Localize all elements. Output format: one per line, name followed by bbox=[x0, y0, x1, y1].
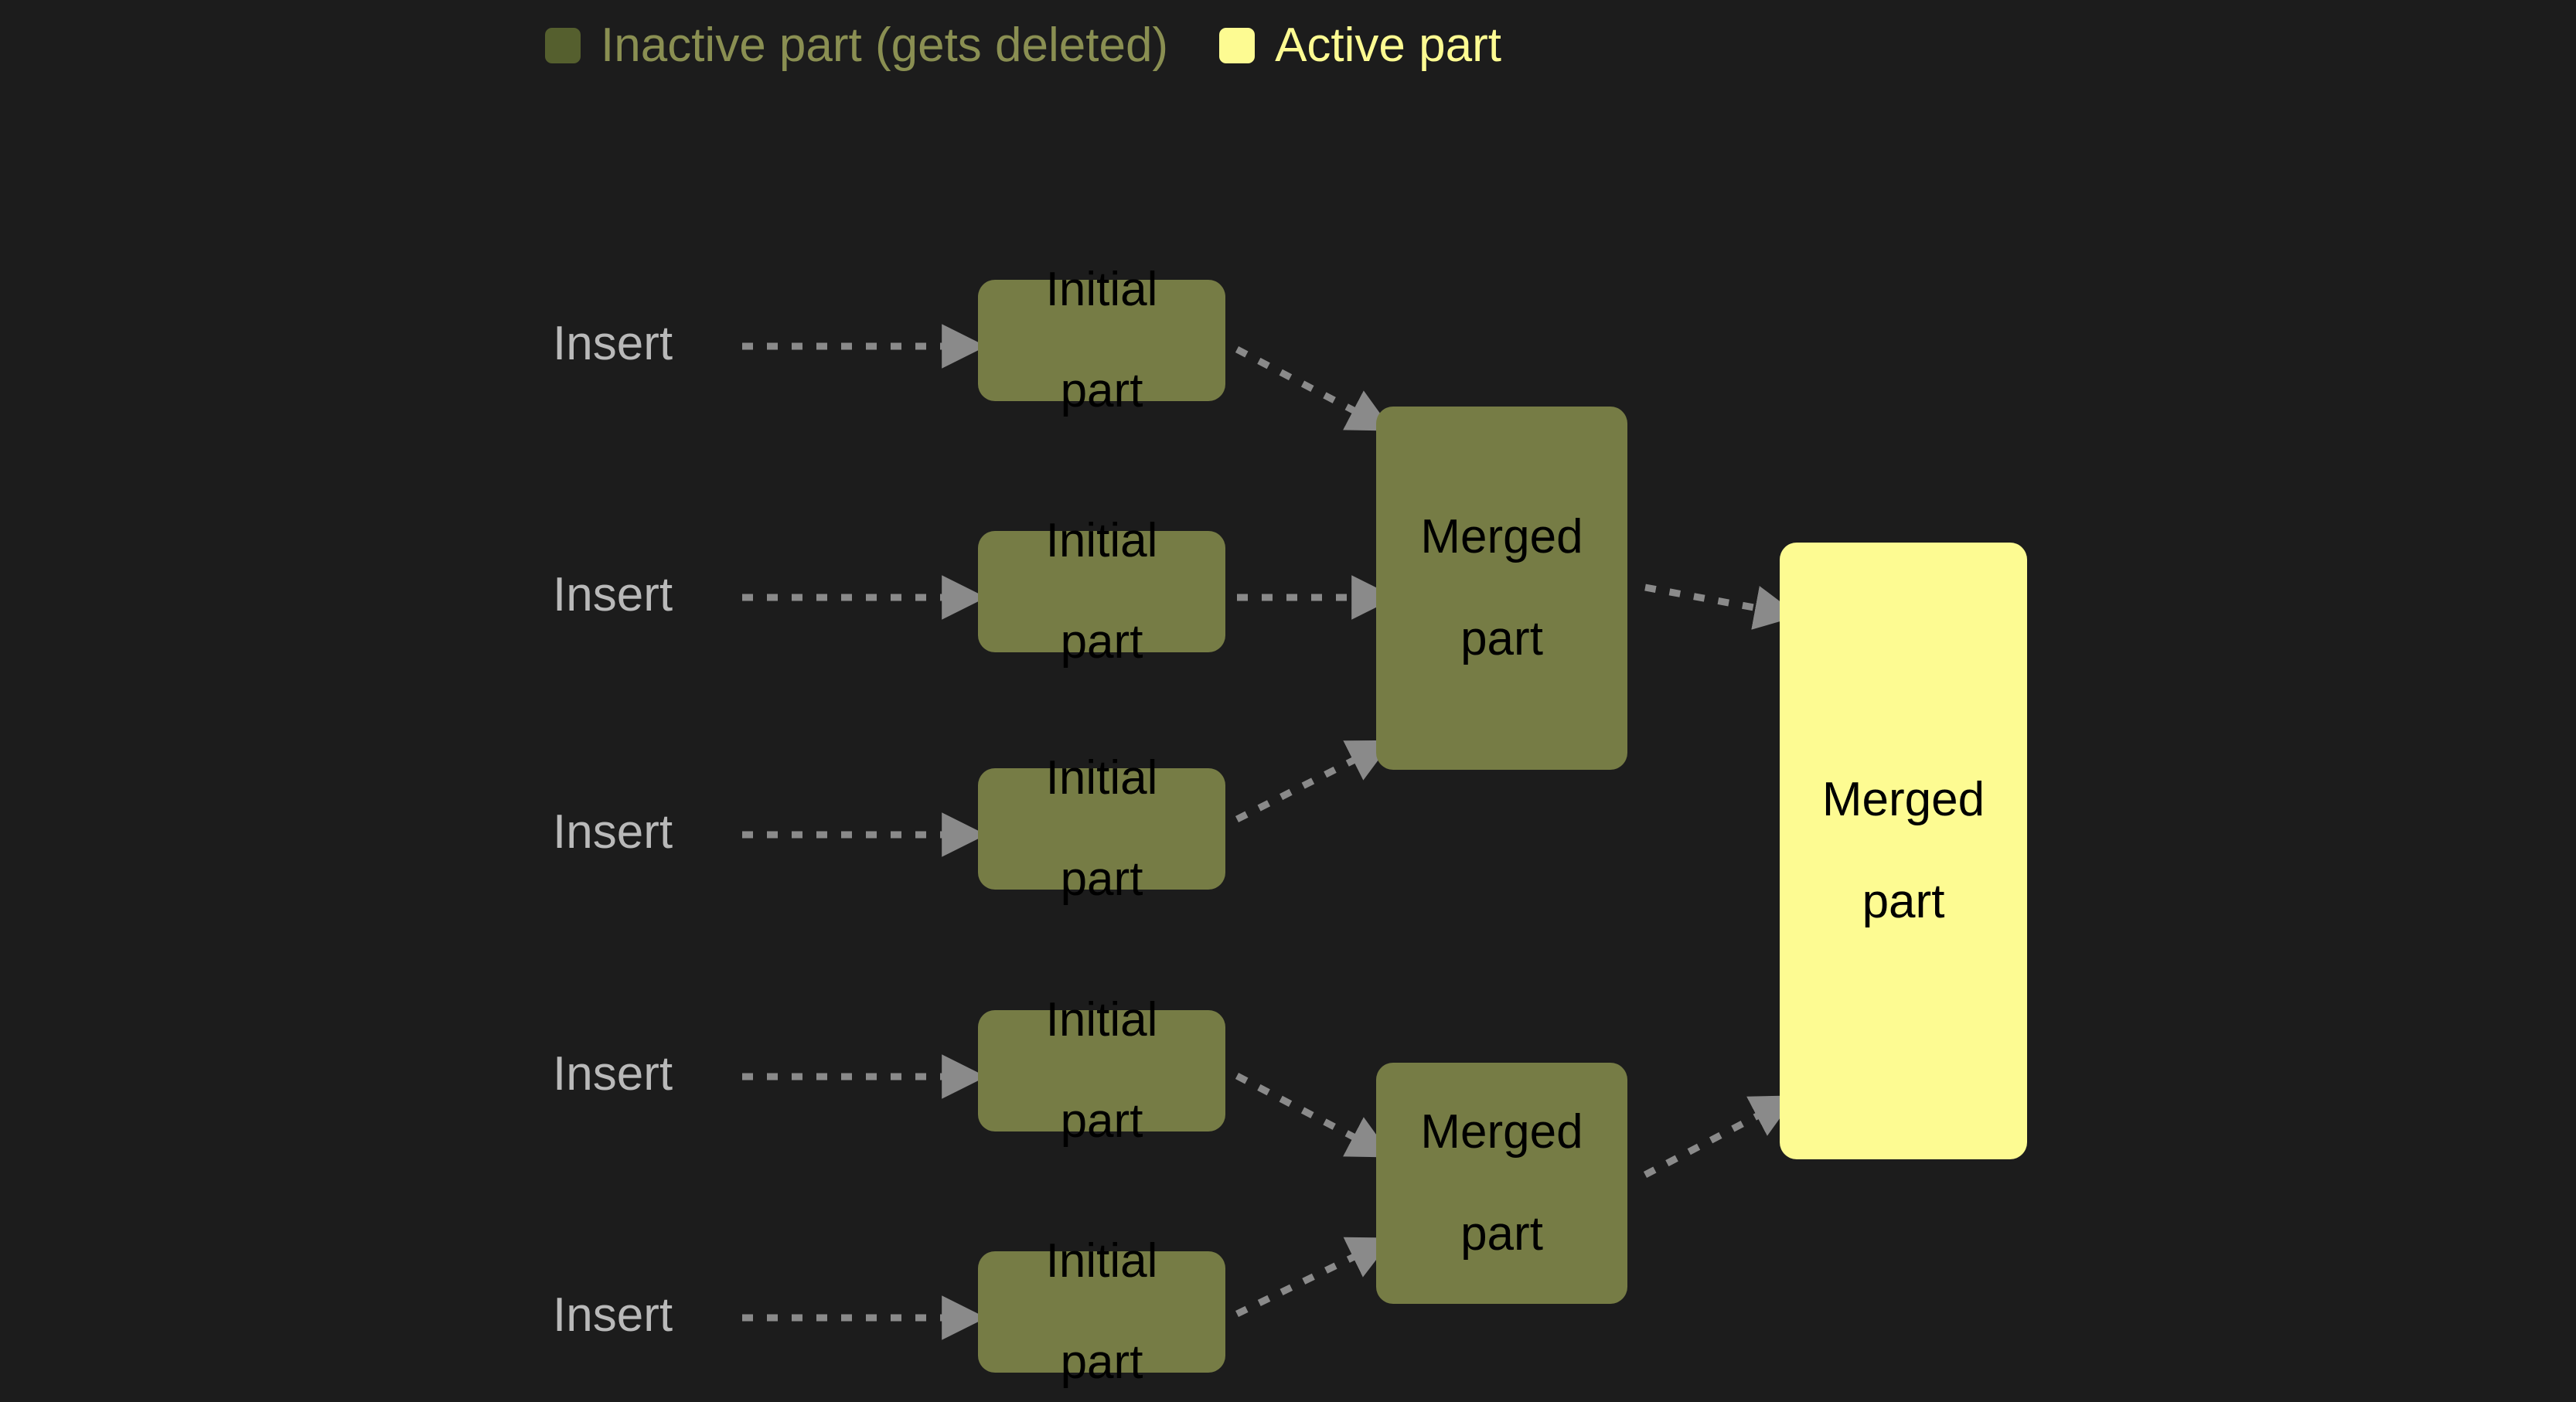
initial-part-line2: part bbox=[1060, 852, 1143, 907]
merged-part-line1: Merged bbox=[1420, 510, 1583, 564]
insert-label-5: Insert bbox=[553, 1288, 673, 1342]
initial-part-line1: Initial bbox=[1045, 992, 1158, 1046]
initial-part-node-4[interactable]: Initial part bbox=[978, 995, 1225, 1147]
active-merged-part-node[interactable]: Merged part bbox=[1780, 543, 2027, 1159]
initial-part-text-1: Initial part bbox=[1046, 264, 1158, 417]
arrow-initial1-to-merged1 bbox=[1235, 346, 1393, 431]
insert-label-3: Insert bbox=[553, 805, 673, 859]
active-merged-part-line2: part bbox=[1862, 874, 1945, 928]
initial-part-line2: part bbox=[1060, 1094, 1143, 1148]
insert-label-4: Insert bbox=[553, 1047, 673, 1101]
insert-label-2: Insert bbox=[553, 568, 673, 621]
arrow-merged1-to-active bbox=[1644, 584, 1800, 630]
merged-part-node-1[interactable]: Merged part bbox=[1376, 407, 1627, 770]
legend-label-active: Active part bbox=[1275, 19, 1501, 72]
initial-part-node-5[interactable]: Initial part bbox=[978, 1236, 1225, 1388]
initial-part-line2: part bbox=[1060, 364, 1143, 418]
merged-part-node-2[interactable]: Merged part bbox=[1376, 1063, 1627, 1304]
initial-part-node-1[interactable]: Initial part bbox=[978, 264, 1225, 417]
merged-part-line1: Merged bbox=[1420, 1105, 1583, 1159]
initial-part-line1: Initial bbox=[1045, 750, 1158, 805]
arrow-merged2-to-active bbox=[1643, 1095, 1797, 1178]
merged-part-text-2: Merged part bbox=[1420, 1107, 1583, 1259]
arrow-initial5-to-merged2 bbox=[1235, 1237, 1393, 1318]
legend: Inactive part (gets deleted) Active part bbox=[545, 22, 1501, 70]
legend-item-inactive: Inactive part (gets deleted) bbox=[545, 22, 1168, 70]
initial-part-text-2: Initial part bbox=[1046, 516, 1158, 668]
insert-label-1: Insert bbox=[553, 317, 673, 370]
active-merged-part-line1: Merged bbox=[1821, 773, 1985, 827]
initial-part-line1: Initial bbox=[1045, 513, 1158, 567]
merged-part-line2: part bbox=[1460, 1206, 1543, 1261]
legend-item-active: Active part bbox=[1219, 22, 1501, 70]
active-merged-part-text: Merged part bbox=[1822, 774, 1985, 927]
initial-part-node-2[interactable]: Initial part bbox=[978, 516, 1225, 668]
initial-part-text-5: Initial part bbox=[1046, 1236, 1158, 1388]
initial-part-text-3: Initial part bbox=[1046, 753, 1158, 905]
arrow-initial4-to-merged2 bbox=[1235, 1073, 1393, 1158]
inactive-swatch-icon bbox=[545, 28, 581, 63]
active-swatch-icon bbox=[1219, 28, 1256, 63]
merged-part-text-1: Merged part bbox=[1420, 512, 1583, 664]
arrow-initial3-to-merged1 bbox=[1235, 740, 1393, 823]
initial-part-line2: part bbox=[1060, 615, 1143, 669]
initial-part-text-4: Initial part bbox=[1046, 995, 1158, 1147]
legend-label-inactive: Inactive part (gets deleted) bbox=[601, 19, 1169, 72]
initial-part-node-3[interactable]: Initial part bbox=[978, 753, 1225, 905]
initial-part-line1: Initial bbox=[1045, 1234, 1158, 1288]
merged-part-line2: part bbox=[1460, 611, 1543, 665]
initial-part-line1: Initial bbox=[1045, 262, 1158, 316]
initial-part-line2: part bbox=[1060, 1336, 1143, 1390]
